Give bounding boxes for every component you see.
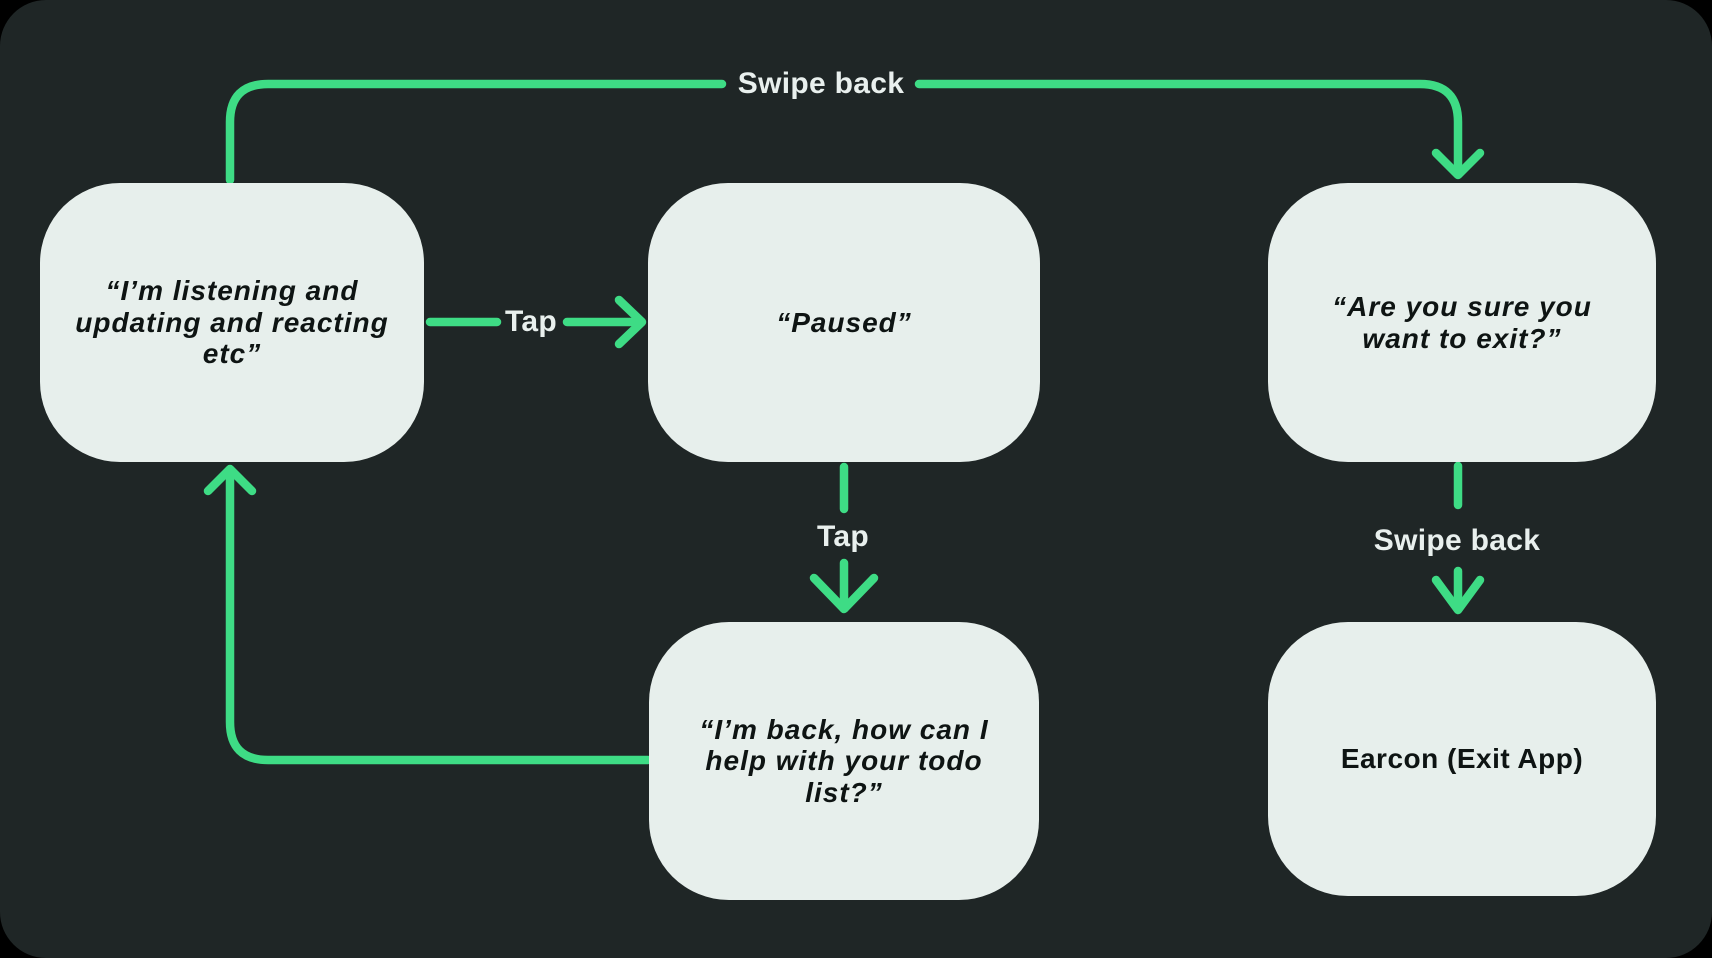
edge-label-tap-resume: Tap bbox=[816, 520, 870, 553]
node-confirm-exit: “Are you sure you want to exit?” bbox=[1268, 183, 1656, 462]
node-earcon: Earcon (Exit App) bbox=[1268, 622, 1656, 896]
edge-swipe-back-top-arrowhead bbox=[1431, 148, 1485, 180]
edge-label-swipe-back-exit: Swipe back bbox=[1373, 524, 1541, 557]
node-im-back-label: “I’m back, how can I help with your todo… bbox=[699, 713, 989, 808]
node-im-back: “I’m back, how can I help with your todo… bbox=[649, 622, 1039, 900]
node-listening: “I’m listening and updating and reacting… bbox=[40, 183, 424, 462]
node-confirm-exit-label: “Are you sure you want to exit?” bbox=[1332, 291, 1592, 354]
edge-tap-pause-arrowhead bbox=[614, 295, 647, 349]
edge-tap-resume-arrowhead bbox=[809, 573, 879, 614]
edge-label-tap-pause: Tap bbox=[504, 305, 558, 338]
edge-label-swipe-back-top: Swipe back bbox=[737, 67, 905, 100]
edge-swipe-back-top-line-left bbox=[225, 79, 727, 185]
edge-swipe-back-exit-arrowhead bbox=[1431, 575, 1485, 615]
edge-swipe-back-top-line-right bbox=[914, 79, 1463, 177]
edge-loop-back-line bbox=[225, 466, 653, 765]
node-paused: “Paused” bbox=[648, 183, 1040, 462]
node-paused-label: “Paused” bbox=[776, 306, 912, 338]
edge-loop-back-arrowhead bbox=[203, 464, 257, 496]
node-earcon-label: Earcon (Exit App) bbox=[1340, 743, 1584, 775]
node-listening-label: “I’m listening and updating and reacting… bbox=[75, 275, 389, 370]
